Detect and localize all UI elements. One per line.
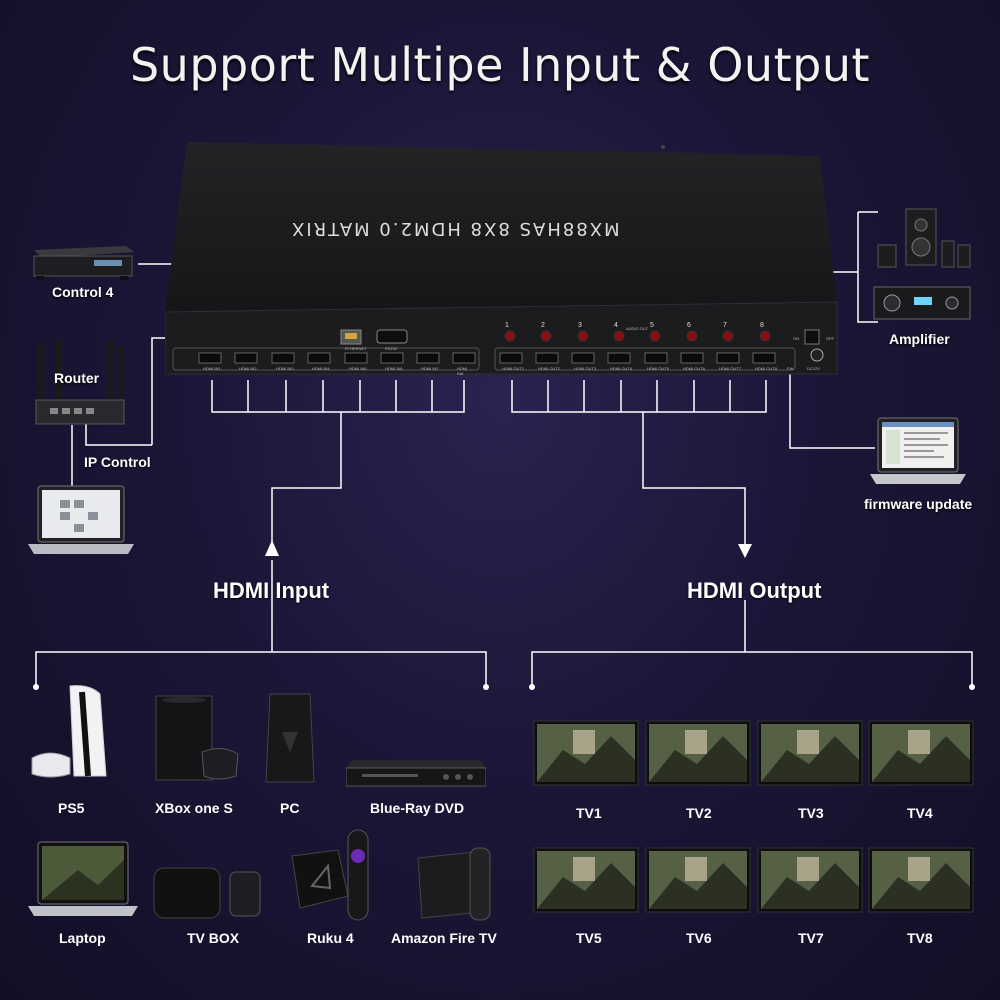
tv-icon	[533, 720, 639, 786]
output-port-label: HDMI OUT6	[683, 366, 705, 371]
source-label: PS5	[58, 800, 85, 816]
firmware-laptop-icon	[870, 417, 966, 484]
amplifier-icon	[873, 286, 971, 320]
audio-number: 6	[687, 322, 691, 329]
tv-label: TV7	[798, 930, 824, 946]
input-port-labels: HDMI IN1 HDMI IN2 HDMI IN3 HDMI IN4 HDMI…	[203, 366, 473, 376]
power-off-label: OFF	[826, 336, 834, 341]
audio-number: 4	[614, 322, 618, 329]
source-label: TV BOX	[187, 930, 240, 946]
tv-icon	[645, 847, 751, 913]
source-label: Laptop	[59, 930, 106, 946]
output-port-label: HDMI OUT8	[755, 366, 777, 371]
tv-icon	[533, 847, 639, 913]
xbox-icon	[155, 695, 239, 781]
tv-label: TV4	[907, 805, 933, 821]
ps5-icon	[31, 685, 107, 778]
source-label: Blue-Ray DVD	[370, 800, 465, 816]
hdmi-input-label: HDMI Input	[213, 578, 330, 603]
audio-numbers: 1 2 3 4 5 6 7 8	[505, 322, 775, 330]
fire-tv-icon	[417, 847, 491, 921]
dc-label: DC12V	[807, 366, 820, 371]
input-port-label: HDMI IN1	[203, 366, 221, 371]
audio-number: 7	[723, 322, 727, 329]
amplifier-label: Amplifier	[889, 331, 950, 347]
rs232-port-label: RS232	[385, 346, 398, 351]
control4-device-icon	[33, 246, 134, 280]
source-label: XBox one S	[155, 800, 233, 816]
input-port-label: HDMI IN4	[312, 366, 330, 371]
page-title: Support Multipe Input & Output	[129, 38, 871, 92]
input-port-label: HDMI IN2	[239, 366, 257, 371]
tv-label: TV6	[686, 930, 712, 946]
tv-icon	[757, 720, 863, 786]
tv-label: TV2	[686, 805, 712, 821]
source-label: PC	[280, 800, 300, 816]
audio-number: 2	[541, 322, 545, 329]
audio-number: 1	[505, 322, 509, 329]
source-label: Amazon Fire TV	[391, 930, 497, 946]
tv-icon	[868, 847, 974, 913]
firmware-update-label: firmware update	[864, 496, 973, 512]
ip-control-label: IP Control	[84, 454, 151, 470]
input-port-label: HDMI IN3	[276, 366, 294, 371]
input-port-label: HDMI IN8	[457, 366, 468, 376]
control4-label: Control 4	[52, 284, 114, 300]
audio-out-label: AUDIO OUT	[626, 326, 649, 331]
tv-label: TV1	[576, 805, 602, 821]
pc-tower-icon	[265, 693, 315, 783]
tv-icon	[868, 720, 974, 786]
output-port-label: HDMI OUT4	[610, 366, 632, 371]
output-port-label: HDMI OUT5	[647, 366, 669, 371]
output-port-label: HDMI OUT2	[538, 366, 560, 371]
power-on-label: ON	[793, 336, 799, 341]
matrix-device	[165, 142, 838, 375]
input-port-label: HDMI IN5	[349, 366, 367, 371]
audio-number: 8	[760, 322, 764, 329]
tv-icon	[757, 847, 863, 913]
source-label: Ruku 4	[307, 930, 354, 946]
audio-number: 3	[578, 322, 582, 329]
fw-label: FW	[787, 366, 794, 371]
laptop-icon	[28, 485, 134, 554]
ethernet-port-label: ETHERNET	[345, 346, 367, 351]
output-port-label: HDMI OUT1	[502, 366, 524, 371]
bluray-player-icon	[346, 760, 486, 787]
output-port-label: HDMI OUT7	[719, 366, 741, 371]
audio-number: 5	[650, 322, 654, 329]
output-port-labels: HDMI OUT1 HDMI OUT2 HDMI OUT3 HDMI OUT4 …	[502, 366, 777, 372]
roku-icon	[291, 829, 369, 921]
input-port-label: HDMI IN7	[421, 366, 439, 371]
speaker-system-icon	[877, 208, 971, 268]
router-icon	[35, 340, 125, 425]
router-label: Router	[54, 370, 100, 386]
tv-label: TV8	[907, 930, 933, 946]
tv-icon	[645, 720, 751, 786]
input-port-label: HDMI IN6	[385, 366, 403, 371]
matrix-model-label: MX88HAS 8X8 HDM2.0 MATRIX	[290, 218, 620, 239]
tv-label: TV5	[576, 930, 602, 946]
output-port-label: HDMI OUT3	[574, 366, 596, 371]
hdmi-output-label: HDMI Output	[687, 578, 822, 603]
tvbox-icon	[153, 867, 261, 919]
tv-label: TV3	[798, 805, 824, 821]
source-laptop-icon	[28, 841, 138, 916]
